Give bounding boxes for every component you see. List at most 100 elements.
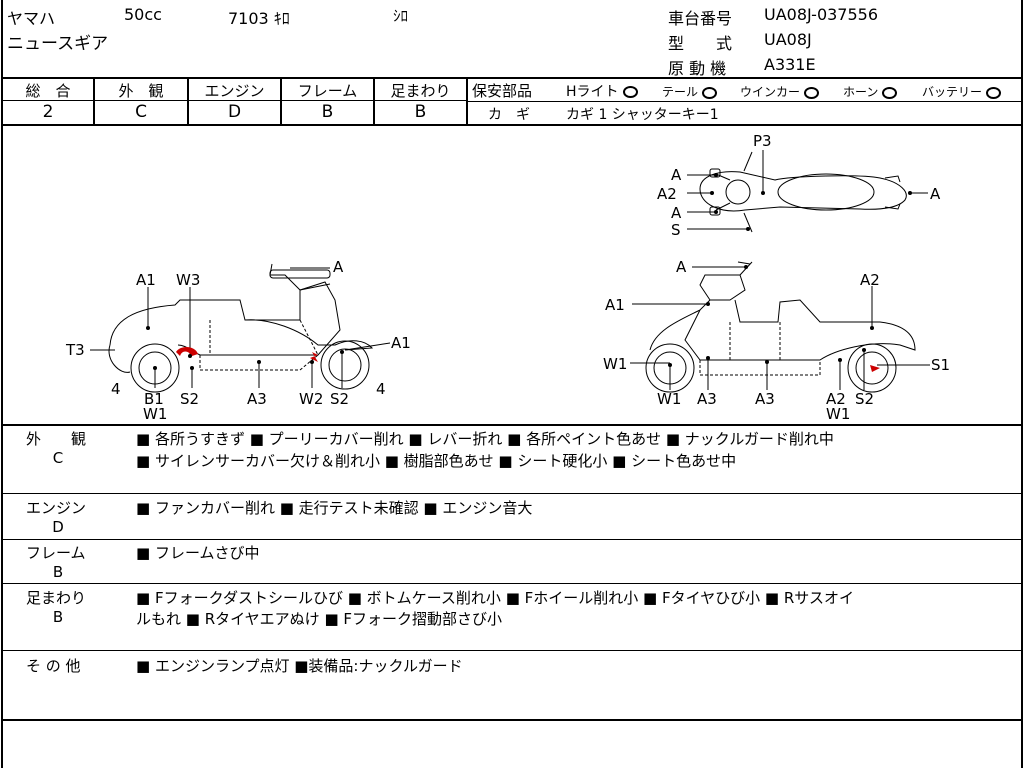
label-s1: S1 xyxy=(931,356,950,374)
divider xyxy=(187,78,189,125)
horn-item: ホーン xyxy=(843,83,898,100)
label-w3: W3 xyxy=(176,271,200,289)
taillight-item: テール xyxy=(662,83,718,100)
label-s2: S2 xyxy=(855,390,874,408)
label-w1: W1 xyxy=(603,355,627,373)
engine-label: エンジン xyxy=(204,82,265,100)
note-label: 足まわり xyxy=(26,589,87,607)
engine-grade: D xyxy=(227,102,242,122)
key-value: カギ 1 シャッターキー1 xyxy=(566,107,719,123)
right-view-scooter xyxy=(645,261,916,393)
note-line: ■ 各所うすきず ■ プーリーカバー削れ ■ レバー折れ ■ 各所ペイント色あせ… xyxy=(136,430,834,448)
marker-dots xyxy=(146,173,912,370)
label-4: 4 xyxy=(376,380,386,398)
note-line: ■ エンジンランプ点灯 ■装備品:ナックルガード xyxy=(136,657,463,675)
label-s: S xyxy=(671,221,681,239)
type-label: 型 式 xyxy=(668,34,733,53)
maker: ヤマハ xyxy=(7,9,56,28)
divider xyxy=(1,719,1023,721)
damage-marks xyxy=(176,346,880,372)
battery-item: バッテリー xyxy=(922,83,1002,100)
ok-circle-icon xyxy=(702,86,718,99)
label-t3: T3 xyxy=(65,341,85,359)
note-grade: D xyxy=(52,518,64,536)
scooter-diagram: P3 A A2 A S A A1 W3 A T3 A1 4 B1 W1 S2 A… xyxy=(65,132,950,423)
note-line: ■ Fフォークダストシールひび ■ ボトムケース削れ小 ■ Fホイール削れ小 ■… xyxy=(136,589,854,607)
divider xyxy=(93,78,95,125)
label-p3: P3 xyxy=(753,132,772,150)
headlight-label: Hライト xyxy=(566,84,619,100)
headlight-item: Hライト xyxy=(566,81,638,101)
winker-item: ウインカー xyxy=(740,83,820,100)
divider xyxy=(1,424,1023,426)
label-s2: S2 xyxy=(330,390,349,408)
engine-label: 原 動 機 xyxy=(668,59,727,78)
label-a2: A2 xyxy=(826,390,846,408)
note-line: ルもれ ■ Rタイヤエアぬけ ■ Fフォーク摺動部さび小 xyxy=(136,610,503,628)
label-a1: A1 xyxy=(136,271,156,289)
divider xyxy=(1,493,1023,494)
note-label: フレーム xyxy=(26,544,86,562)
label-w1: W1 xyxy=(143,405,167,423)
note-grade: B xyxy=(52,608,64,626)
right-border xyxy=(1021,0,1023,768)
note-label: そ の 他 xyxy=(26,657,81,675)
label-a3: A3 xyxy=(697,390,717,408)
divider xyxy=(1,124,1023,126)
label-a: A xyxy=(671,204,682,222)
model-name: ニュースギア xyxy=(7,34,109,54)
left-border xyxy=(1,0,3,768)
label-a: A xyxy=(333,258,344,276)
winker-label: ウインカー xyxy=(740,85,801,99)
exterior-label: 外 観 xyxy=(118,82,164,100)
label-a: A xyxy=(930,185,941,203)
overall-grade: 2 xyxy=(42,102,54,122)
ok-circle-icon xyxy=(986,86,1002,99)
label-b1: B1 xyxy=(144,390,164,408)
divider xyxy=(373,78,375,125)
note-grade: B xyxy=(52,563,64,581)
safety-label: 保安部品 xyxy=(472,82,533,100)
chassis-value: UA08J-037556 xyxy=(764,5,879,24)
label-s2: S2 xyxy=(180,390,199,408)
displacement: 50cc xyxy=(124,5,162,24)
label-a2: A2 xyxy=(860,271,880,289)
divider xyxy=(1,539,1023,540)
diagram-labels: P3 A A2 A S A A1 W3 A T3 A1 4 B1 W1 S2 A… xyxy=(65,132,950,423)
label-a1: A1 xyxy=(391,334,411,352)
label-a: A xyxy=(676,258,687,276)
ok-circle-icon xyxy=(882,86,898,99)
note-line: ■ フレームさび中 xyxy=(136,544,260,562)
divider xyxy=(1,583,1023,584)
note-line: ■ ファンカバー削れ ■ 走行テスト未確認 ■ エンジン音大 xyxy=(136,499,533,517)
label-a3: A3 xyxy=(247,390,267,408)
label-a1: A1 xyxy=(605,296,625,314)
battery-label: バッテリー xyxy=(922,85,983,99)
overall-label: 総 合 xyxy=(25,82,71,100)
divider xyxy=(1,77,1023,79)
taillight-label: テール xyxy=(662,85,699,99)
note-grade: C xyxy=(52,449,64,467)
label-a2: A2 xyxy=(657,185,677,203)
note-label: エンジン xyxy=(26,499,87,517)
exterior-grade: C xyxy=(135,102,147,122)
divider xyxy=(1,650,1023,651)
note-line: ■ サイレンサーカバー欠け＆削れ小 ■ 樹脂部色あせ ■ シート硬化小 ■ シー… xyxy=(136,452,737,470)
key-label: カ ギ xyxy=(488,107,530,123)
divider xyxy=(280,78,282,125)
color: ｼﾛ xyxy=(393,7,409,25)
left-view-scooter xyxy=(108,263,374,393)
frame-grade: B xyxy=(321,102,334,122)
label-a: A xyxy=(671,166,682,184)
mileage: 7103 ｷﾛ xyxy=(228,9,290,28)
divider xyxy=(1,100,467,101)
leader-lines xyxy=(90,150,930,390)
chassis-label: 車台番号 xyxy=(668,9,733,28)
label-a3: A3 xyxy=(755,390,775,408)
suspension-grade: B xyxy=(414,102,427,122)
label-w2: W2 xyxy=(299,390,323,408)
type-value: UA08J xyxy=(764,30,812,49)
suspension-label: 足まわり xyxy=(390,82,451,100)
ok-circle-icon xyxy=(804,86,820,99)
label-w1: W1 xyxy=(826,405,850,423)
